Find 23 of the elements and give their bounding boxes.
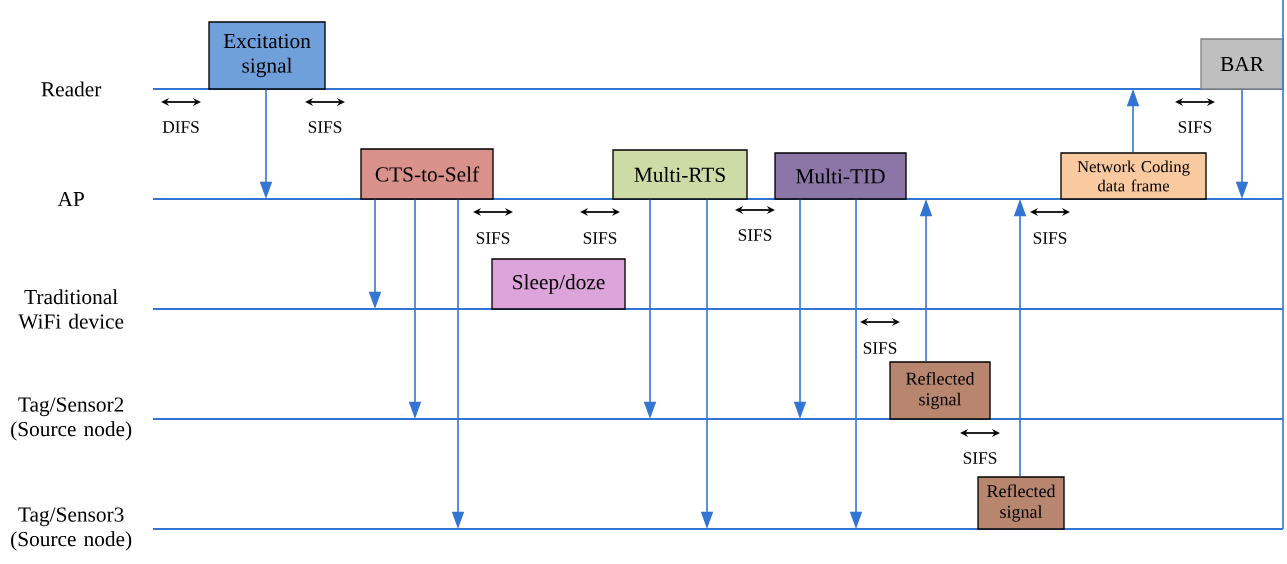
interval-label: SIFS (476, 232, 510, 244)
node-label: Tag/Sensor3 (Source node) (11, 507, 132, 551)
frame-box: Excitation signal (208, 21, 326, 90)
frame-box: Multi-TID (774, 152, 907, 200)
interval-label: SIFS (738, 229, 772, 241)
node-label: AP (57, 191, 84, 207)
frame-box: BAR (1200, 38, 1284, 90)
frame-box: CTS-to-Self (360, 148, 494, 200)
interval-label: SIFS (308, 121, 342, 133)
frame-box: Reflected signal (977, 476, 1065, 530)
interval-label: SIFS (863, 342, 897, 354)
node-label: Tag/Sensor2 (Source node) (11, 397, 132, 441)
frame-box: Reflected signal (889, 361, 991, 420)
interval-label: SIFS (1033, 232, 1067, 244)
frame-box: Multi-RTS (612, 149, 748, 200)
interval-label: DIFS (162, 121, 199, 133)
frame-box: Sleep/doze (491, 258, 626, 310)
frame-box: Network Coding data frame (1060, 152, 1207, 200)
interval-label: SIFS (583, 232, 617, 244)
interval-label: SIFS (1178, 121, 1212, 133)
node-label: Traditional WiFi device (18, 289, 124, 329)
interval-label: SIFS (963, 452, 997, 464)
node-label: Reader (41, 81, 102, 97)
